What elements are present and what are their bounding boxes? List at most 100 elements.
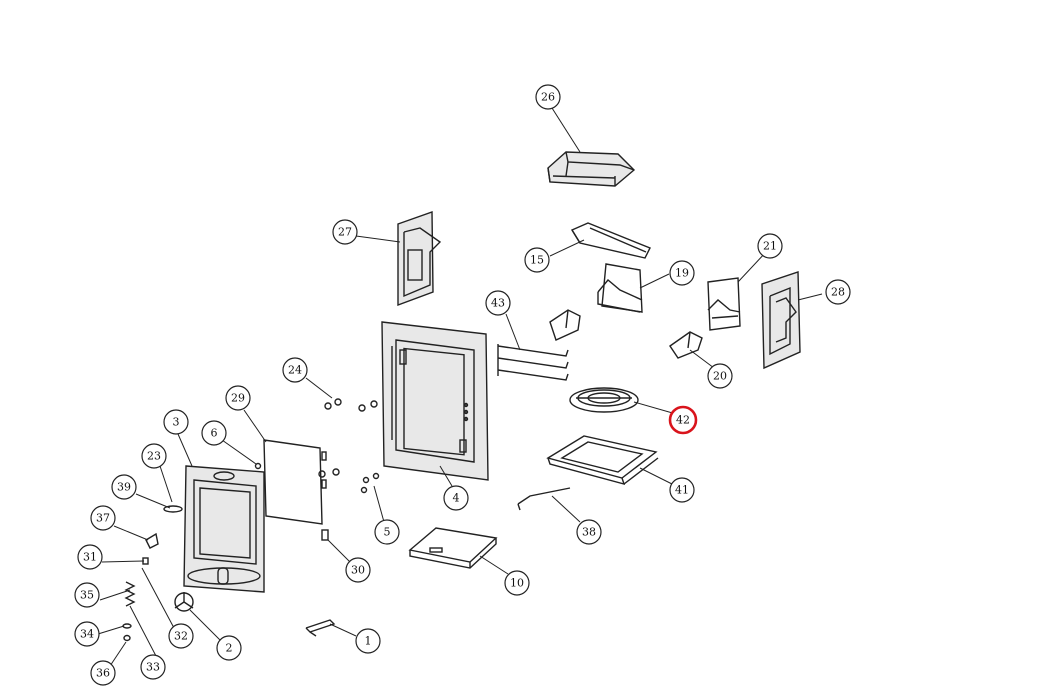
part-15-baffle: [570, 222, 651, 259]
callout-28-label: 28: [831, 286, 845, 299]
part-24-fasteners: [318, 398, 380, 494]
callout-20-bubble: [707, 363, 733, 389]
callout-36: 36: [90, 660, 116, 686]
callout-10: 10: [504, 570, 530, 596]
callout-19: 19: [669, 260, 695, 286]
callout-33: 33: [140, 654, 166, 680]
part-27-side-panel: [397, 211, 442, 307]
callout-23-bubble: [141, 443, 167, 469]
part-29-glass-panel: [263, 439, 327, 525]
callout-31-label: 31: [83, 551, 97, 564]
callout-21-label: 21: [763, 240, 777, 253]
callout-42-label: 42: [676, 414, 690, 427]
callout-6-bubble: [201, 420, 227, 446]
callout-21-bubble: [757, 233, 783, 259]
callout-27: 27: [332, 219, 358, 245]
part-19-bracket: [597, 263, 643, 313]
callout-5: 5: [374, 519, 400, 545]
callout-36-label: 36: [96, 667, 110, 680]
part-35-spring: [124, 581, 136, 607]
callout-3-bubble: [163, 409, 189, 435]
callout-1-label: 1: [365, 635, 372, 648]
callout-32-bubble: [168, 623, 194, 649]
callouts: 26 27 15 19 21 28 20 43 42 41 38 10 4 5 …: [74, 84, 851, 686]
callout-3: 3: [163, 409, 189, 435]
callout-15: 15: [524, 247, 550, 273]
callout-43: 43: [485, 290, 511, 316]
callout-39-bubble: [111, 474, 137, 500]
callout-36-bubble: [90, 660, 116, 686]
callout-3-label: 3: [173, 416, 180, 429]
part-41-ash-pan-frame: [546, 435, 659, 486]
callout-34-label: 34: [80, 628, 94, 641]
callout-35: 35: [74, 582, 100, 608]
callout-23-label: 23: [147, 450, 161, 463]
callout-38: 38: [576, 519, 602, 545]
callout-24-label: 24: [288, 364, 302, 377]
callout-19-bubble: [669, 260, 695, 286]
callout-30-label: 30: [351, 564, 365, 577]
callout-19-label: 19: [675, 267, 689, 280]
callout-15-bubble: [524, 247, 550, 273]
part-3-door: [183, 465, 265, 593]
callout-1-bubble: [355, 628, 381, 654]
callout-29: 29: [225, 385, 251, 411]
callout-37: 37: [90, 505, 116, 531]
callout-21: 21: [757, 233, 783, 259]
callout-26: 26: [535, 84, 561, 110]
part-6-knob: [254, 462, 262, 470]
callout-6-label: 6: [211, 427, 218, 440]
part-30-hinge: [321, 529, 329, 541]
part-28-side-panel: [761, 271, 801, 370]
callout-38-bubble: [576, 519, 602, 545]
callout-2-label: 2: [226, 642, 233, 655]
callout-20-label: 20: [713, 370, 727, 383]
callout-23: 23: [141, 443, 167, 469]
callout-35-bubble: [74, 582, 100, 608]
part-2-spinner: [174, 592, 194, 612]
callout-42: 42: [668, 405, 698, 435]
part-34-washer: [122, 623, 132, 629]
callout-35-label: 35: [80, 589, 94, 602]
part-37-latch: [145, 532, 159, 549]
callout-43-label: 43: [491, 297, 505, 310]
callout-30: 30: [345, 557, 371, 583]
part-42-grate: [569, 387, 639, 413]
callout-39: 39: [111, 474, 137, 500]
part-43-rods: [497, 344, 569, 381]
callout-37-label: 37: [96, 512, 110, 525]
callout-38-label: 38: [582, 526, 596, 539]
callout-31: 31: [77, 544, 103, 570]
callout-41: 41: [669, 477, 695, 503]
callout-32-label: 32: [174, 630, 188, 643]
callout-31-bubble: [77, 544, 103, 570]
callout-26-label: 26: [541, 91, 555, 104]
callout-1: 1: [355, 628, 381, 654]
callout-10-bubble: [504, 570, 530, 596]
callout-41-bubble: [669, 477, 695, 503]
callout-33-label: 33: [146, 661, 160, 674]
part-39-handle: [163, 505, 183, 513]
part-36-nut: [123, 634, 131, 642]
part-26-top-plate: [547, 151, 636, 187]
leader-lines: [97, 107, 823, 667]
callout-43-bubble: [485, 290, 511, 316]
callout-5-bubble: [374, 519, 400, 545]
part-10-ash-pan: [408, 527, 498, 569]
callout-2: 2: [216, 635, 242, 661]
callout-4-bubble: [443, 485, 469, 511]
part-38-rod: [517, 487, 571, 511]
callout-30-bubble: [345, 557, 371, 583]
callout-27-label: 27: [338, 226, 352, 239]
callout-34-bubble: [74, 621, 100, 647]
callout-42-bubble: [668, 405, 698, 435]
part-small-block: [549, 309, 581, 341]
callout-2-bubble: [216, 635, 242, 661]
callout-6: 6: [201, 420, 227, 446]
part-21-bracket: [707, 277, 741, 331]
callout-27-bubble: [332, 219, 358, 245]
callout-28-bubble: [825, 279, 851, 305]
callout-33-bubble: [140, 654, 166, 680]
callout-41-label: 41: [675, 484, 689, 497]
